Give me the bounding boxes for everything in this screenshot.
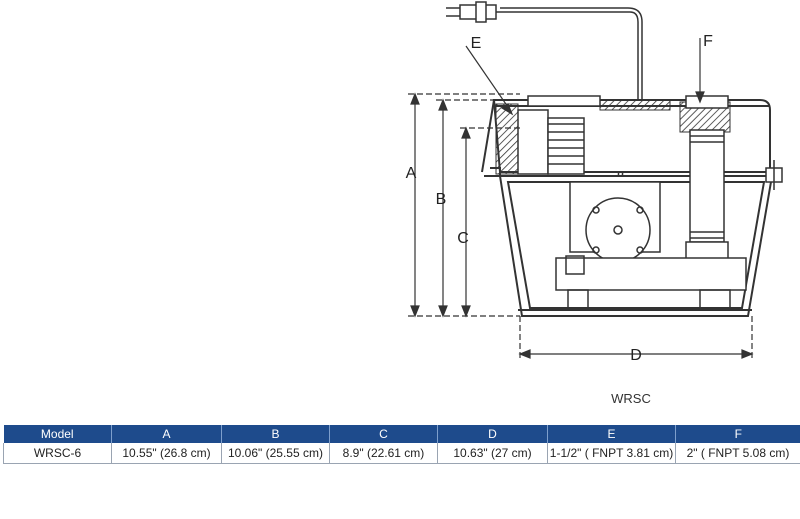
- table-header-row: Model A B C D E F: [3, 425, 800, 443]
- lid-gasket: [599, 99, 671, 111]
- dim-label-e: E: [471, 35, 482, 52]
- pump-technical-drawing: A B C D E F: [406, 1, 783, 364]
- col-header-f: F: [675, 425, 800, 443]
- dim-label-d: D: [630, 347, 642, 364]
- dim-label-c: C: [457, 230, 469, 247]
- col-header-model: Model: [3, 425, 112, 443]
- dim-label-a: A: [406, 165, 417, 182]
- cell-e: 1-1/2" ( FNPT 3.81 cm): [547, 443, 676, 464]
- cell-a: 10.55" (26.8 cm): [111, 443, 222, 464]
- col-header-c: C: [329, 425, 438, 443]
- discharge-pipe: [685, 95, 729, 269]
- cell-b: 10.06" (25.55 cm): [221, 443, 330, 464]
- cell-f: 2" ( FNPT 5.08 cm): [675, 443, 800, 464]
- col-header-d: D: [437, 425, 548, 443]
- col-header-e: E: [547, 425, 676, 443]
- inlet-gasket: [495, 103, 519, 175]
- cell-d: 10.63" (27 cm): [437, 443, 548, 464]
- cell-model: WRSC-6: [3, 443, 112, 464]
- cell-c: 8.9" (22.61 cm): [329, 443, 438, 464]
- drawing-caption: WRSC: [611, 391, 651, 406]
- inlet-fitting: [517, 95, 601, 175]
- table-row: WRSC-6 10.55" (26.8 cm) 10.06" (25.55 cm…: [3, 443, 800, 464]
- col-header-b: B: [221, 425, 330, 443]
- pump-motor: [555, 181, 747, 309]
- vent-fitting: [765, 160, 783, 190]
- dim-label-b: B: [436, 191, 447, 208]
- dimension-lines: [408, 38, 754, 360]
- specs-table: Model A B C D E F WRSC-6 10.55" (26.8 cm…: [3, 425, 800, 464]
- col-header-a: A: [111, 425, 222, 443]
- dim-label-f: F: [703, 33, 713, 50]
